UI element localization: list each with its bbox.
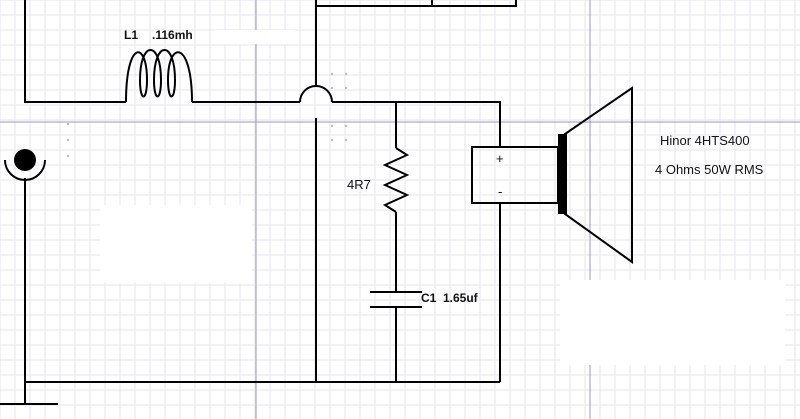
speaker-magnet [558, 134, 567, 214]
speaker-plus-label: + [496, 151, 504, 166]
speaker-model-label: Hinor 4HTS400 [660, 133, 750, 148]
wire-top-left [24, 0, 126, 103]
inductor-name-label: L1 [124, 28, 138, 42]
wire-top-feed [316, 0, 517, 7]
erased-areas [100, 30, 785, 365]
wires [0, 0, 517, 405]
resistor-4r7 [382, 147, 410, 213]
wire-crossover-hop [299, 85, 333, 103]
inductor-l1 [125, 49, 193, 103]
wire-after-crossover [332, 101, 501, 148]
speaker-minus-label: - [498, 184, 502, 199]
capacitor-value-label: 1.65uf [443, 291, 479, 305]
resistor-value-label: 4R7 [347, 177, 371, 192]
stray-dots [66, 72, 348, 158]
speaker-icon [471, 86, 633, 264]
inductor-value-label: .116mh [152, 28, 193, 42]
capacitor-name-label: C1 [421, 291, 437, 305]
speaker-spec-label: 4 Ohms 50W RMS [655, 162, 764, 177]
capacitor-c1 [370, 291, 422, 308]
input-jack-icon [4, 149, 46, 181]
